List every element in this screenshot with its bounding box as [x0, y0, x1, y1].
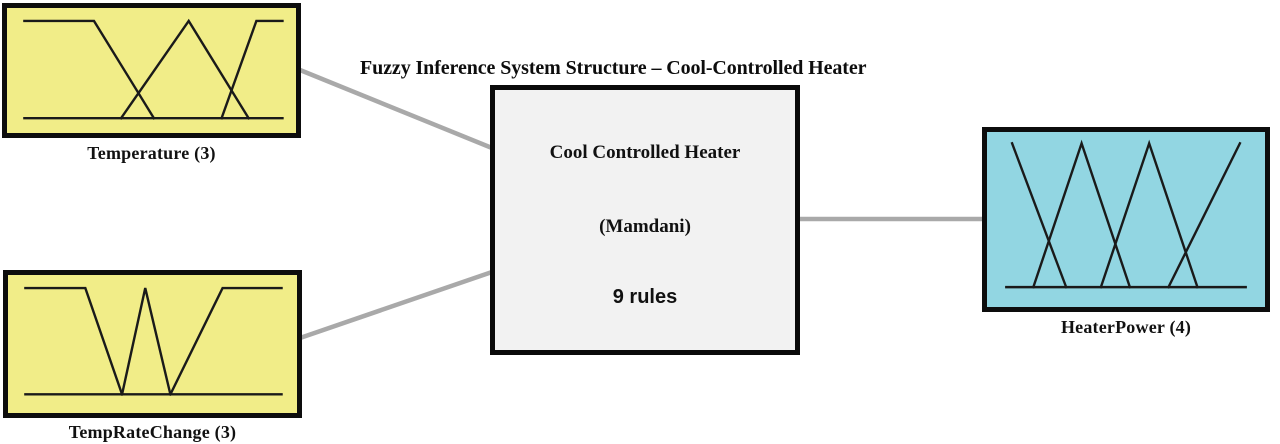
mf-2-narrow-triangle	[122, 288, 170, 394]
connector-temprate-to-fis	[299, 269, 493, 341]
membership-functions-heaterpower	[987, 132, 1265, 307]
mf-2-triangle	[121, 21, 249, 118]
membership-functions-temperature	[7, 8, 296, 133]
mf-1-left-shoulder	[1012, 143, 1066, 287]
caption-temperature: Temperature (3)	[87, 143, 216, 163]
mf-3-right-shoulder	[222, 21, 283, 118]
input-variable-temperature[interactable]	[2, 3, 301, 138]
fis-inference-block[interactable]: Cool Controlled Heater (Mamdani) 9 rules	[490, 85, 800, 355]
fis-name: Cool Controlled Heater	[549, 142, 741, 163]
fis-method: (Mamdani)	[599, 216, 691, 237]
connector-temperature-to-fis	[299, 67, 493, 151]
mf-3-triangle	[1101, 143, 1198, 287]
caption-temprate-change: TempRateChange (3)	[68, 422, 237, 442]
mf-1-left-shoulder	[24, 21, 154, 118]
mf-4-right-shoulder	[1168, 143, 1239, 287]
membership-functions-temprate-change	[8, 275, 297, 413]
mf-3-right-shoulder	[170, 288, 281, 394]
fis-rule-count: 9 rules	[612, 286, 678, 308]
mf-1-left-shoulder	[25, 288, 122, 394]
output-variable-heaterpower[interactable]	[982, 127, 1270, 312]
input-variable-temprate-change[interactable]	[3, 270, 302, 418]
caption-heaterpower: HeaterPower (4)	[1060, 317, 1192, 337]
mf-2-triangle	[1033, 143, 1130, 287]
diagram-title: Fuzzy Inference System Structure – Cool-…	[360, 57, 867, 79]
